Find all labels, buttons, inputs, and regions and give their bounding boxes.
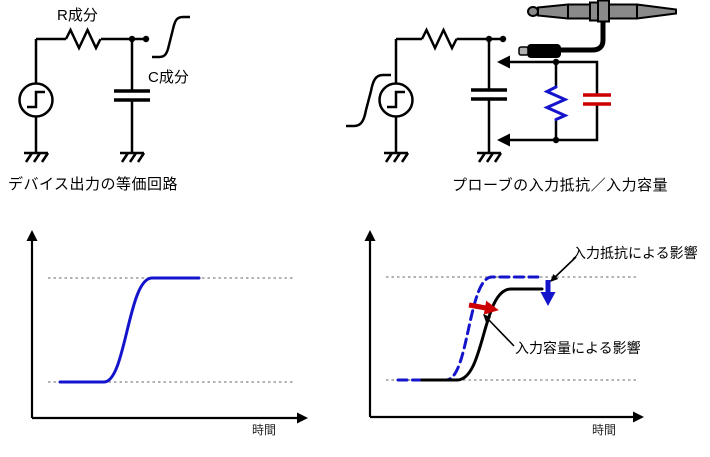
probe-taper	[537, 3, 569, 20]
resistor-icon	[64, 27, 102, 51]
waveform-curve	[58, 276, 201, 384]
capacitor-icon	[471, 88, 507, 101]
probe-barrel	[608, 3, 638, 20]
left-chart-x-axis-label: 時間	[252, 423, 277, 437]
bnc-connector-tip	[518, 46, 529, 56]
amplitude-drop-arrowhead-icon	[540, 292, 556, 306]
probe-collar	[597, 0, 610, 23]
waveform-with-probe	[420, 287, 544, 382]
bnc-connector	[527, 44, 561, 58]
oscilloscope-probe	[518, 0, 677, 58]
left-circuit-caption: デバイス出力の等価回路	[8, 176, 179, 193]
wire	[34, 37, 146, 153]
ground-icon	[120, 151, 146, 163]
probe-input-top-lead	[508, 60, 599, 95]
probe-barrel	[567, 3, 591, 20]
x-axis-arrow-icon	[633, 411, 644, 423]
waveform-chart-probe-effect	[364, 230, 644, 423]
right-chart-x-axis-label: 時間	[592, 423, 617, 437]
waveform-without-probe	[396, 275, 544, 382]
probe-tip	[527, 6, 539, 17]
waveform-chart-clean	[26, 230, 308, 424]
time-shift-arrow	[468, 302, 487, 311]
x-axis-arrow-icon	[297, 412, 308, 424]
probe-cable	[558, 17, 606, 53]
wire	[394, 37, 503, 153]
step-glyph-icon	[27, 90, 45, 109]
step-glyph-icon	[387, 90, 405, 109]
resistance-effect-label: 入力抵抗による影響	[572, 245, 698, 261]
r-component-label: R成分	[57, 7, 98, 24]
time-shift-arrowhead-icon	[483, 300, 499, 315]
y-axis-arrow-icon	[26, 230, 38, 241]
arrow-left-icon	[497, 55, 510, 69]
node-dot	[499, 35, 507, 43]
node-dot	[128, 35, 136, 43]
probe-ring	[589, 1, 599, 22]
annotation-arrowhead-icon	[483, 314, 491, 323]
c-component-label: C成分	[148, 69, 189, 86]
probe-input-bottom-lead	[508, 104, 599, 142]
resistor-icon	[420, 27, 458, 51]
annotation-line-capacitance	[486, 317, 515, 347]
equivalent-circuit-diagram	[18, 15, 190, 163]
probe-circuit-diagram	[346, 0, 677, 163]
node-dot	[142, 35, 150, 43]
input-resistance-icon	[543, 85, 569, 121]
right-circuit-caption: プローブの入力抵抗／入力容量	[452, 177, 669, 194]
capacitor-icon	[114, 89, 150, 102]
ground-icon	[477, 151, 503, 163]
annotation-arrowhead-icon	[550, 274, 559, 282]
capacitance-effect-label: 入力容量による影響	[515, 340, 641, 356]
annotation-line-resistance	[552, 256, 577, 280]
y-axis-arrow-icon	[364, 230, 376, 241]
node-dot	[485, 35, 493, 43]
ground-icon	[24, 151, 50, 163]
rising-edge-icon	[152, 15, 190, 59]
ground-icon	[384, 151, 410, 163]
rising-edge-icon	[346, 73, 391, 128]
arrow-left-icon	[497, 133, 510, 147]
input-capacitance-icon	[583, 93, 611, 106]
probe-nose	[636, 3, 677, 20]
